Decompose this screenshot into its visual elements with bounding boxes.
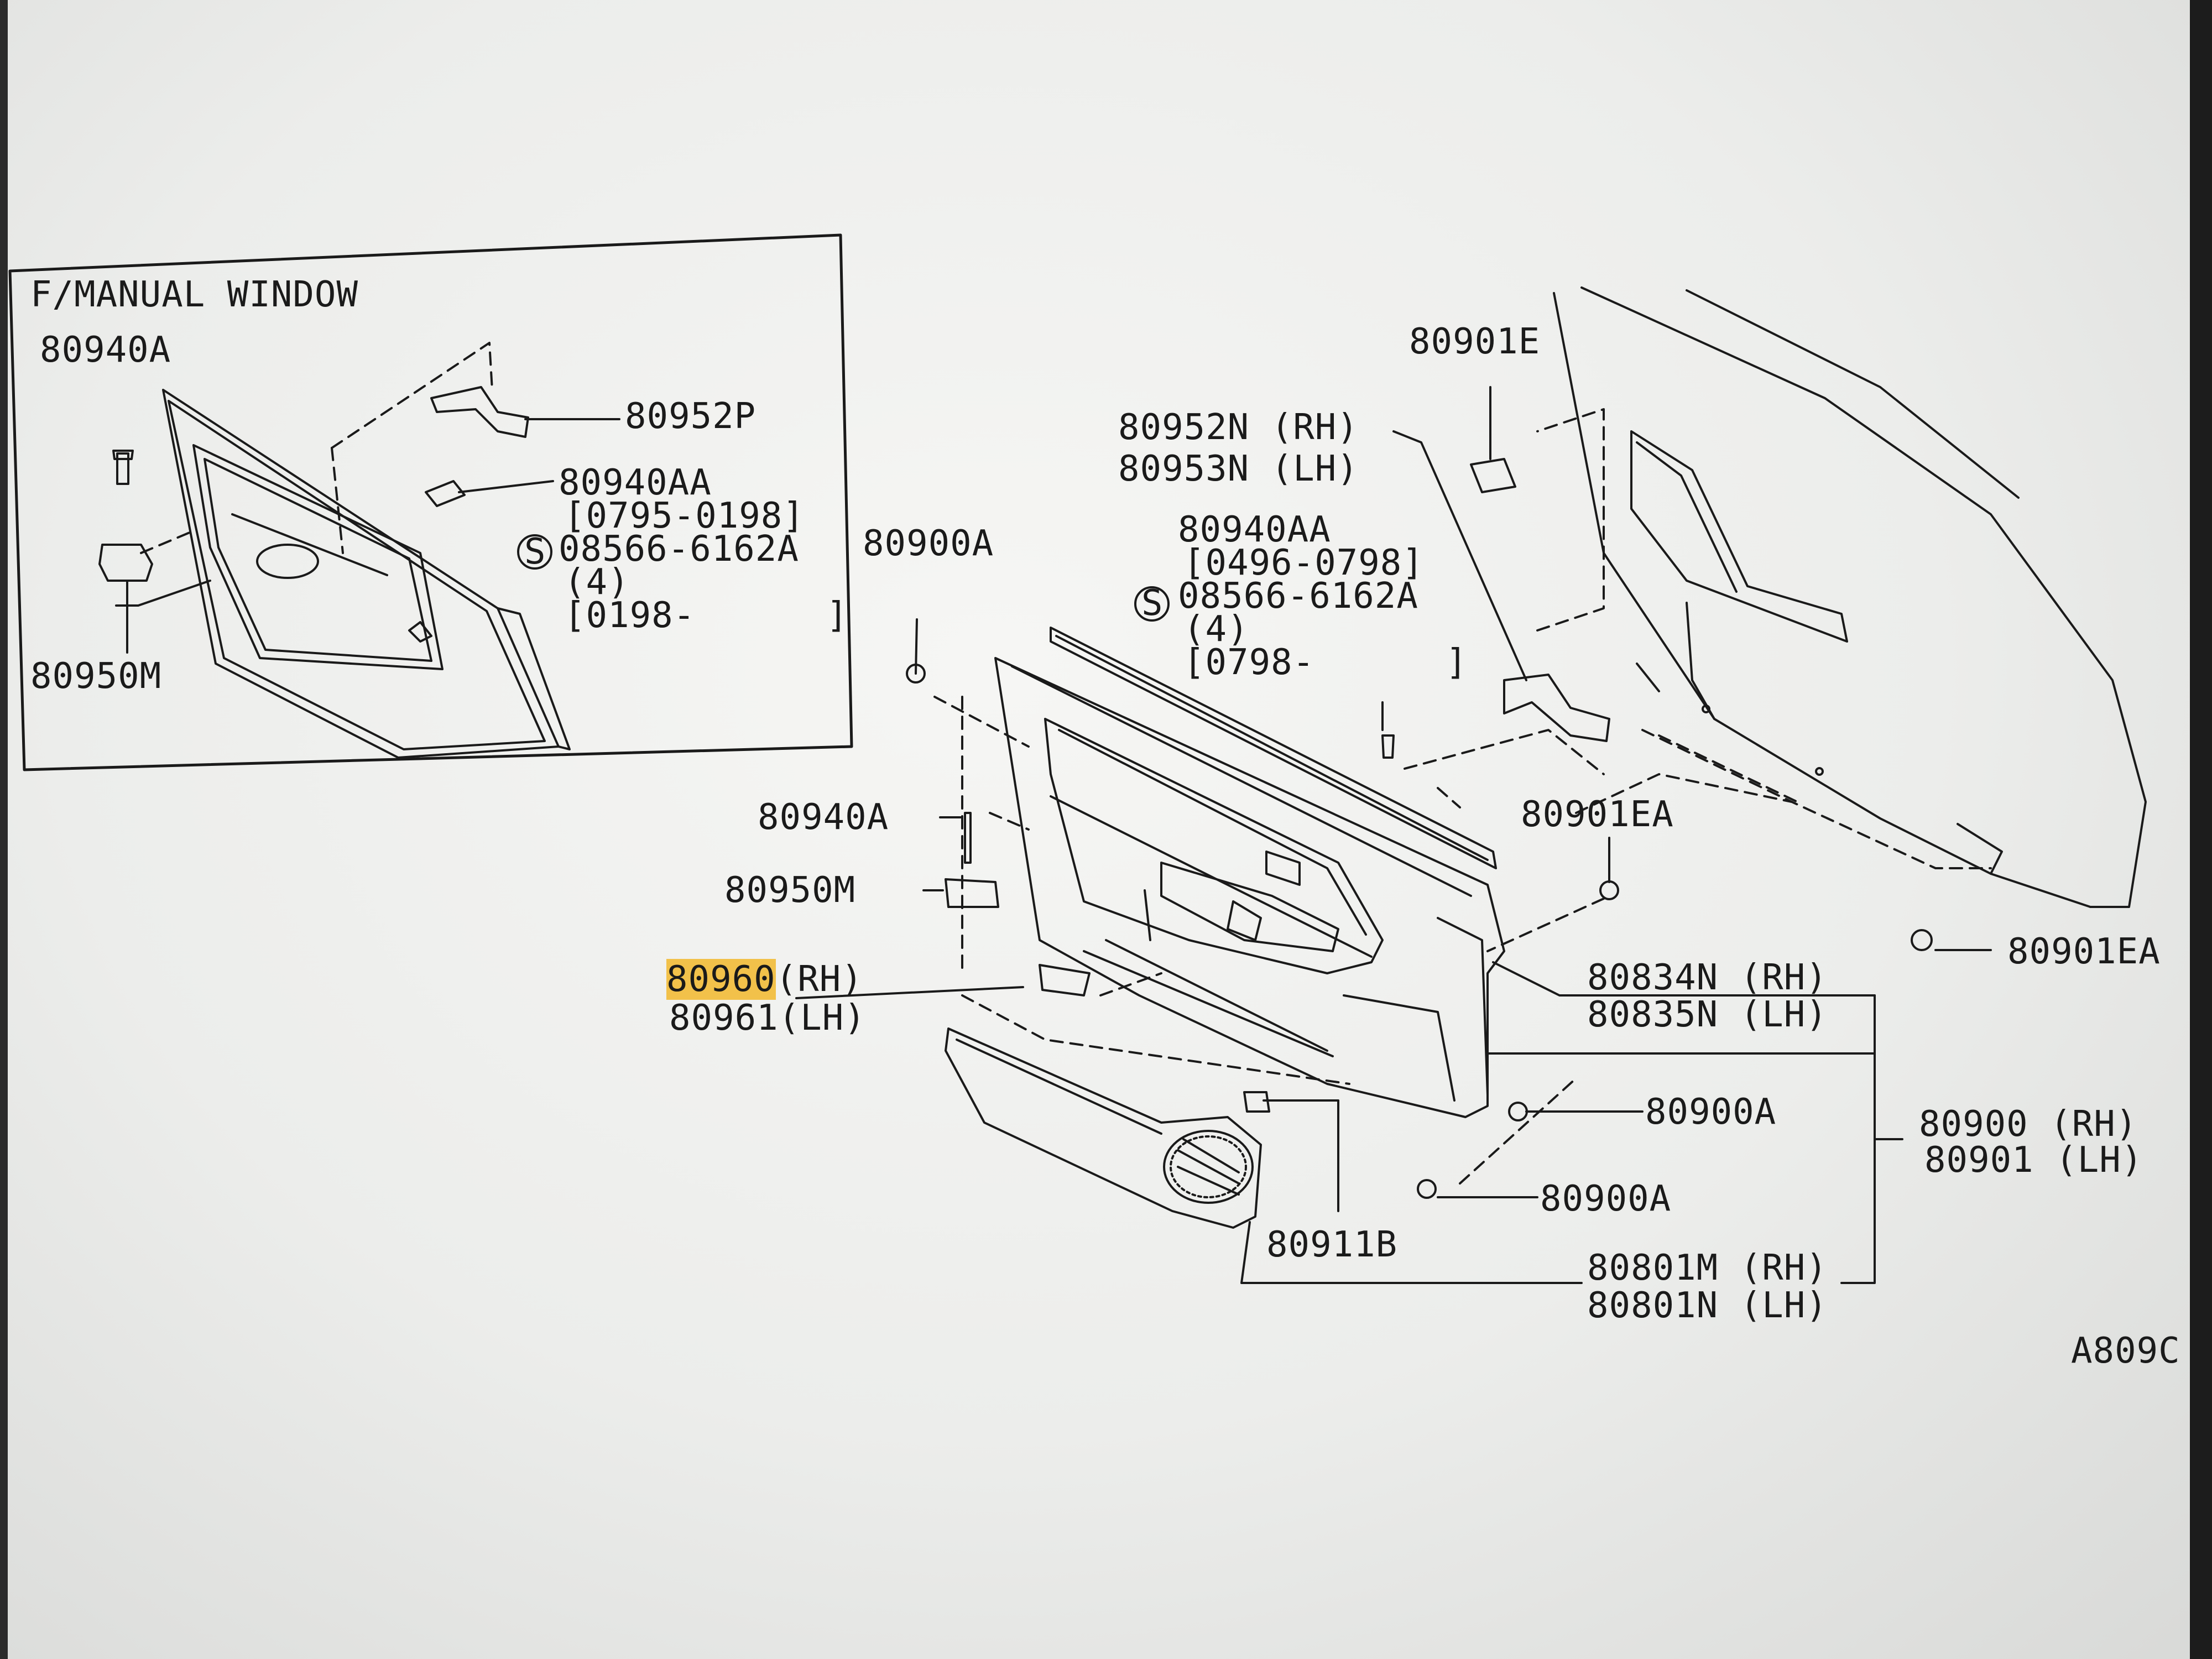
- label-80900: 80900 (RH): [1919, 1104, 2138, 1145]
- label-80901E: 80901E: [1409, 321, 1541, 362]
- inset-label-date-a: [0795-0198]: [564, 495, 805, 536]
- inset-label-screw: 08566-6162A: [559, 529, 799, 570]
- label-80900A-top: 80900A: [863, 523, 994, 564]
- label-qty: (4): [1183, 609, 1249, 650]
- inset-label-date-b: [0198- ]: [564, 595, 848, 636]
- monitor-bezel-right: [2190, 0, 2212, 1659]
- label-80940A: 80940A: [758, 797, 889, 838]
- symbol-circle-s-inset: [517, 534, 552, 570]
- label-80952N: 80952N (RH): [1118, 407, 1359, 448]
- inset-label-80940AA: 80940AA: [559, 462, 712, 503]
- label-80900A-low: 80900A: [1540, 1178, 1672, 1219]
- label-80950M: 80950M: [724, 870, 856, 911]
- inset-box: [8, 233, 853, 771]
- highlighted-part-number: 80960: [666, 959, 776, 1000]
- label-80835N: 80835N (LH): [1587, 994, 1828, 1035]
- label-80940AA: 80940AA: [1178, 509, 1331, 550]
- inset-label-80950M: 80950M: [30, 656, 162, 697]
- label-80900A-mid: 80900A: [1645, 1092, 1777, 1133]
- door-shell-drawing: [1536, 286, 2147, 908]
- label-80960-rh: 80960(RH): [666, 959, 863, 1000]
- label-80960-suffix: (RH): [775, 959, 863, 1000]
- label-date-d: [0798- ]: [1183, 642, 1468, 683]
- door-trim-panel-drawing: [994, 627, 1505, 1118]
- inset-door-panel-drawing: [98, 342, 620, 759]
- inset-label-80952P: 80952P: [625, 396, 757, 437]
- armrest-speaker-grille-drawing: [945, 1027, 1262, 1229]
- dashed-assembly-lines: [933, 696, 1605, 1185]
- label-80801M: 80801M (RH): [1587, 1248, 1828, 1288]
- label-80801N: 80801N (LH): [1587, 1285, 1828, 1326]
- label-80961: 80961(LH): [669, 998, 866, 1039]
- main-screw-symbol: S: [1141, 583, 1164, 624]
- label-80901EA-right: 80901EA: [2007, 931, 2161, 972]
- diagram-code: A809C: [2071, 1331, 2180, 1371]
- label-80834N: 80834N (RH): [1587, 957, 1828, 998]
- small-fasteners: [906, 386, 1992, 1199]
- inset-label-80940A: 80940A: [40, 330, 171, 371]
- label-80901: 80901 (LH): [1924, 1140, 2143, 1181]
- label-80911B: 80911B: [1266, 1224, 1398, 1265]
- label-date-c: [0496-0798]: [1183, 542, 1424, 583]
- inset-screw-symbol: S: [524, 531, 546, 572]
- monitor-bezel-left: [0, 0, 8, 1659]
- label-screw: 08566-6162A: [1178, 576, 1418, 617]
- symbol-circle-s-main: [1134, 586, 1170, 622]
- inset-title: F/MANUAL WINDOW: [30, 274, 358, 315]
- label-80953N: 80953N (LH): [1118, 448, 1359, 489]
- label-80901EA-mid: 80901EA: [1521, 794, 1674, 835]
- inset-label-qty: (4): [564, 562, 630, 603]
- leader-lines: [795, 430, 1903, 1284]
